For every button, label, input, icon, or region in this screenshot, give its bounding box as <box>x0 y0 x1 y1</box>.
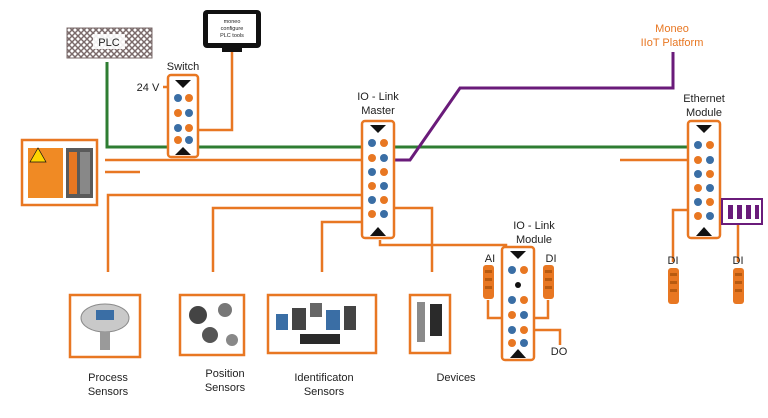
iolink-master-ports <box>368 139 388 218</box>
monitor-text-3: PLC tools <box>220 33 244 39</box>
process-sensors-label-1: Process <box>88 372 128 384</box>
ai-label: AI <box>485 253 495 265</box>
position-sensors-label-2: Sensors <box>205 382 246 394</box>
devices-label: Devices <box>436 372 476 384</box>
switch-module <box>166 73 200 159</box>
di-eth-right-label: DI <box>733 255 744 267</box>
process-sensors-image <box>68 293 142 359</box>
connector-plug-di-eth-left <box>668 268 679 304</box>
plc-label: PLC <box>98 37 119 49</box>
iolink-module <box>500 245 536 362</box>
green-network-line <box>107 60 172 147</box>
identification-sensors-label-1: Identificaton <box>294 372 353 384</box>
iolink-module-label-1: IO - Link <box>513 220 555 232</box>
connector-plug-di-eth-right <box>733 268 744 304</box>
ethernet-label-2: Module <box>686 107 722 119</box>
switch-ports <box>174 94 193 144</box>
monitor-text-1: moneo <box>224 19 241 25</box>
digital-input-block <box>721 198 763 225</box>
ethernet-module-ports <box>694 141 714 220</box>
identification-sensors-image <box>266 293 378 355</box>
plc-box: PLC <box>66 27 153 59</box>
iolink-module-label-2: Module <box>516 234 552 246</box>
ethernet-label-1: Ethernet <box>683 93 725 105</box>
green-network-lines <box>105 62 700 149</box>
devices-image <box>408 293 452 355</box>
di-eth-left-label: DI <box>668 255 679 267</box>
monitor-text-2: configure <box>221 26 244 32</box>
moneo-label-1: Moneo <box>655 23 689 35</box>
connector-plug-ai <box>483 265 494 299</box>
position-sensors-image <box>178 293 246 357</box>
identification-sensors-label-2: Sensors <box>304 386 345 398</box>
monitor-icon: moneo configure PLC tools <box>203 10 261 52</box>
volt-label: 24 V <box>137 82 160 94</box>
power-supply-image <box>20 138 99 207</box>
position-sensors-label-1: Position <box>205 368 244 380</box>
di-module-label: DI <box>546 253 557 265</box>
iolink-master-module <box>360 119 396 240</box>
iolink-master-label-2: Master <box>361 105 395 117</box>
purple-iiot-line <box>383 52 675 162</box>
iolink-module-ports <box>508 266 528 347</box>
do-module-label: DO <box>551 346 568 358</box>
connector-plug-di-module <box>543 265 554 299</box>
switch-label: Switch <box>167 61 199 73</box>
process-sensors-label-2: Sensors <box>88 386 129 398</box>
ethernet-module <box>686 119 722 240</box>
moneo-label-2: IIoT Platform <box>641 37 704 49</box>
iolink-master-label-1: IO - Link <box>357 91 399 103</box>
